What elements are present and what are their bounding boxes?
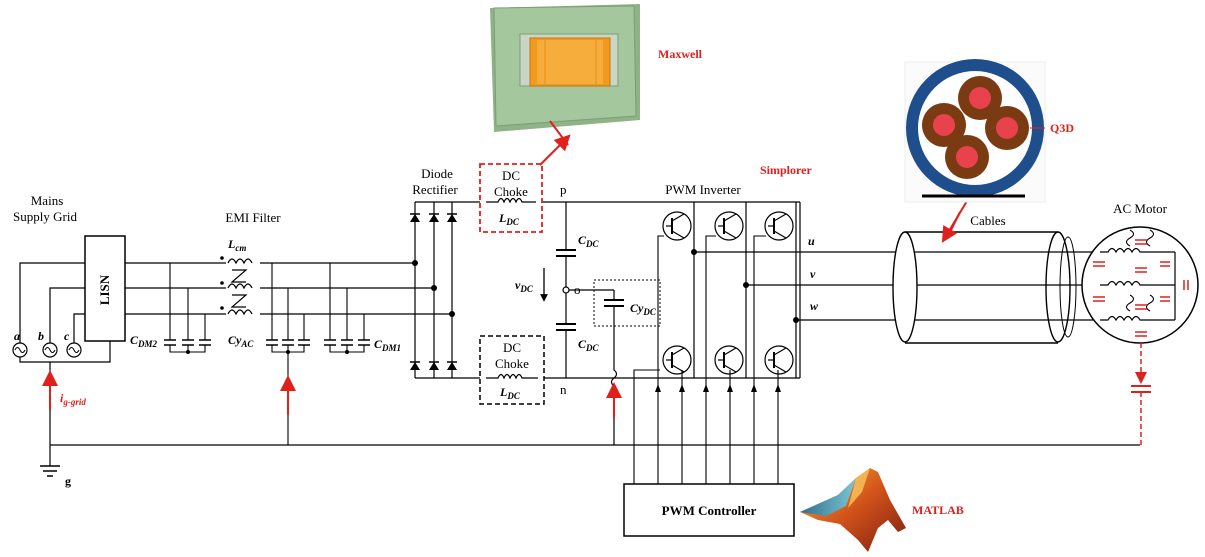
lcm-label: Lcm [227,237,246,253]
igbt-top-2 [714,211,744,241]
emi-filter-label: EMI Filter [225,210,281,225]
emi-filter: EMI Filter Lcm [130,210,401,445]
phase-a-label: a [14,329,20,343]
cables: Cables [892,195,1077,344]
out-v-label: v [810,267,816,281]
node-n-label: n [560,382,567,397]
cdm1-label: CDM1 [374,337,401,353]
cdc-bottom-label: CDC [578,337,600,353]
pwm-inverter-label: PWM Inverter [665,182,741,197]
matlab-logo: MATLAB [800,468,964,552]
ac-source-c [66,342,82,358]
ldc-top-label: LDC [498,211,520,227]
ground-label: g [65,474,71,488]
dc-choke-top-label-1: DC [502,168,520,183]
ac-motor-label: AC Motor [1113,201,1167,216]
cables-label: Cables [970,213,1005,228]
diode-label-1: Diode [421,166,453,181]
node-p-label: p [560,182,567,197]
dc-choke-bottom-label-2: Choke [495,356,529,371]
out-w-label: w [810,299,819,313]
igbt-top-3 [764,211,794,241]
mains-label-1: Mains [31,193,64,208]
igbt-bottom-3 [764,345,794,375]
q3d-label: Q3D [1050,121,1074,135]
pwm-controller: PWM Controller [623,235,795,537]
igbt-top-1 [662,211,692,241]
igbt-bottom-1 [662,345,692,375]
mains-supply: Mains Supply Grid a b c LISN g [12,193,126,488]
ac-bus [50,262,1140,446]
out-u-label: u [808,234,815,248]
cdm2-capacitors [164,263,211,354]
dc-choke-top-label-2: Choke [494,184,528,199]
dc-choke-bottom-box [479,335,545,405]
cdm1-capacitors [324,263,370,354]
cy-dc-box [593,279,661,327]
lisn-label: LISN [97,274,112,305]
vdc-label: vDC [515,278,534,294]
ac-source-b [42,342,58,358]
simplorer-label: Simplorer [760,163,812,177]
cy-ac-capacitors [266,263,310,445]
pwm-controller-label: PWM Controller [662,503,757,518]
diode-rectifier: Diode Rectifier [410,166,458,379]
mains-label-2: Supply Grid [13,209,77,224]
maxwell-choke-model: Maxwell [490,4,703,166]
pwm-inverter: PWM Inverter [662,182,1100,378]
phase-b-label: b [38,329,44,343]
matlab-label: MATLAB [912,503,964,517]
grid-current-label: ig-grid [60,391,86,407]
dc-choke-top-box [479,163,543,233]
phase-c-label: c [64,329,70,343]
q3d-cable-model: Q3D [904,59,1074,203]
ac-source-a [12,342,28,358]
ac-motor: AC Motor [1081,201,1199,445]
cy-ac-label: CyAC [228,333,254,349]
cy-dc-label: CyDC [630,301,657,317]
common-mode-choke [220,255,260,320]
dc-link: DC Choke LDC p DC Choke LDC n CDC CDC o … [455,163,800,445]
maxwell-label: Maxwell [658,47,703,61]
igbt-bottom-2 [714,345,744,375]
ldc-bottom-label: LDC [499,385,521,401]
q3d-arrow [941,195,971,243]
diode-label-2: Rectifier [412,182,458,197]
cdm2-label: CDM2 [130,333,158,349]
pwm-controller-box [623,483,795,537]
dc-choke-bottom-label-1: DC [503,340,521,355]
cdc-top-label: CDC [578,233,600,249]
